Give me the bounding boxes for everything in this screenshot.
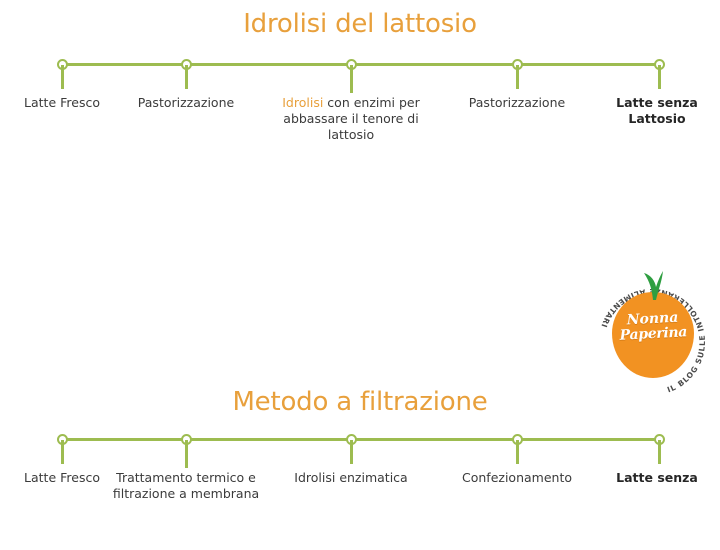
node-stem [516, 65, 519, 89]
node-stem [185, 440, 188, 468]
leaf-icon [644, 271, 663, 300]
timeline-node-label-3: Idrolisi con enzimi per abbassare il ten… [266, 95, 436, 143]
logo-brand-line-2: Paperina [619, 324, 688, 344]
node-stem [658, 440, 661, 464]
page-title-hydrolysis: Idrolisi del lattosio [243, 9, 477, 39]
timeline-node-label-4: Confezionamento [462, 470, 572, 485]
brand-logo[interactable]: IL BLOG SULLE INTOLLERANZE ALIMENTARI No… [590, 268, 714, 396]
timeline-node-label-2: Trattamento termico e filtrazione a memb… [112, 470, 260, 501]
timeline-hydrolysis: Latte Fresco Pastorizzazione Idrolisi co… [0, 55, 720, 175]
node-stem [61, 440, 64, 464]
timeline-node-label-4: Pastorizzazione [468, 95, 566, 110]
timeline-axis [62, 438, 659, 441]
timeline-node-label-5: Latte senza Lattosio [616, 95, 698, 126]
timeline-filtration: Latte Fresco Trattamento termico e filtr… [0, 430, 720, 550]
timeline-node-label-1: Latte Fresco [24, 95, 100, 110]
node-stem [516, 440, 519, 464]
label-accent-word: Idrolisi [282, 95, 324, 110]
timeline-node-label-3: Idrolisi enzimatica [294, 470, 408, 485]
node-stem [61, 65, 64, 89]
node-stem [185, 65, 188, 89]
node-stem [350, 65, 353, 93]
logo-brand-name: Nonna Paperina [611, 310, 694, 344]
node-stem [658, 65, 661, 89]
timeline-axis [62, 63, 659, 66]
timeline-node-label-5: Latte senza [616, 470, 698, 485]
timeline-node-label-2: Pastorizzazione [137, 95, 235, 110]
node-stem [350, 440, 353, 464]
infographic-canvas: Idrolisi del lattosio Latte Fresco Pasto… [0, 0, 720, 501]
logo-orange-circle: Nonna Paperina [612, 292, 694, 378]
label-rest: con enzimi per abbassare il tenore di la… [283, 95, 420, 142]
section-hydrolysis: Idrolisi del lattosio Latte Fresco Pasto… [0, 0, 720, 190]
